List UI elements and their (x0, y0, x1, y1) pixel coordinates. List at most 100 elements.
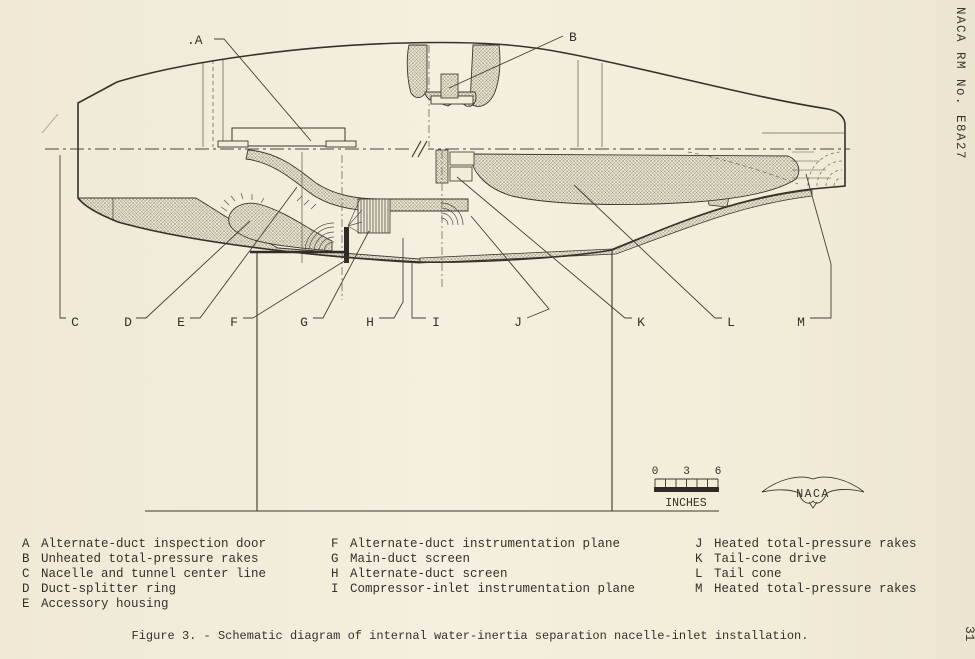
leader-d (136, 220, 251, 319)
unheated-total-pressure-rake (440, 73, 459, 99)
legend-label: Alternate-duct screen (350, 567, 508, 581)
break-mark-gap (411, 140, 428, 158)
leader-b (448, 35, 564, 89)
flange-block-upper (449, 151, 475, 166)
callout-j: J (514, 315, 522, 330)
leader-lines (59, 35, 832, 319)
leader-e (190, 186, 298, 319)
legend-key: K (695, 552, 703, 566)
figure-caption: Figure 3. - Schematic diagram of interna… (131, 629, 809, 643)
legend-label: Compressor-inlet instrumentation plane (350, 582, 636, 596)
callout-f: F (230, 315, 238, 330)
scan-artifact-line (41, 113, 59, 134)
accessory-housing (245, 149, 469, 212)
legend-label: Alternate-duct instrumentation plane (350, 537, 621, 551)
inspection-door (231, 127, 346, 147)
leader-l (573, 184, 722, 319)
legend-entry: D Duct-splitter ring (22, 582, 266, 597)
legend-column-3: J Heated total-pressure rakes K Tail-cone … (695, 537, 917, 597)
legend-key: B (22, 552, 30, 566)
leader-i (411, 262, 426, 319)
callout-labels: .A B C D E F G H I J K L M (71, 30, 805, 330)
main-duct-rake-arcs (304, 222, 335, 253)
callout-k: K (637, 315, 645, 330)
leader-g (313, 230, 370, 319)
legend-entry: B Unheated total-pressure rakes (22, 552, 266, 567)
legend-label: Tail cone (714, 567, 782, 581)
leader-f (243, 259, 347, 319)
legend-key: M (695, 582, 703, 596)
screen-fan-lines (347, 198, 363, 234)
leader-c (59, 155, 66, 319)
door-foot-left (217, 140, 249, 148)
legend-entry: A Alternate-duct inspection door (22, 537, 266, 552)
callout-b: B (569, 30, 577, 45)
callout-i: I (432, 315, 440, 330)
tail-cone (469, 153, 800, 205)
legend-key: E (22, 597, 30, 611)
legend-key: H (331, 567, 339, 581)
scale-bar-fill (654, 487, 719, 492)
callout-m: M (797, 315, 805, 330)
alternate-duct-instrumentation-plane-bar (344, 227, 349, 263)
scale-tick-3: 3 (683, 466, 690, 478)
callout-g: G (300, 315, 308, 330)
legend-entry: I Compressor-inlet instrumentation plane (331, 582, 635, 597)
leader-j (470, 215, 550, 319)
legend-key: G (331, 552, 339, 566)
legend-label: Heated total-pressure rakes (714, 582, 917, 596)
callout-l: L (727, 315, 735, 330)
heated-rake-arcs-compressor-inlet (440, 202, 464, 226)
legend-column-1: A Alternate-duct inspection door B Unheate… (22, 537, 266, 612)
support-struts (145, 250, 719, 512)
legend-entry: G Main-duct screen (331, 552, 635, 567)
naca-logo-text: NACA (796, 488, 830, 501)
heated-rake-arcs-tail (807, 151, 843, 187)
legend-label: Nacelle and tunnel center line (41, 567, 267, 581)
running-head: NACA RM No. E8A27 (953, 7, 967, 161)
legend-key: F (331, 537, 339, 551)
page-number: 31 (962, 626, 975, 642)
callout-d: D (124, 315, 132, 330)
legend-label: Unheated total-pressure rakes (41, 552, 259, 566)
legend-label: Heated total-pressure rakes (714, 537, 917, 551)
main-and-alternate-duct-screens (357, 198, 391, 234)
door-foot-right (325, 140, 357, 148)
leader-m (805, 173, 832, 319)
unheated-rake-housing (406, 44, 501, 107)
legend-key: C (22, 567, 30, 581)
legend-label: Main-duct screen (350, 552, 471, 566)
legend-key: A (22, 537, 30, 551)
legend-entry: K Tail-cone drive (695, 552, 917, 567)
legend-key: D (22, 582, 30, 596)
legend-label: Duct-splitter ring (41, 582, 177, 596)
scale-unit-label: INCHES (665, 497, 707, 510)
flange-block-lower (449, 166, 473, 182)
legend-label: Tail-cone drive (714, 552, 827, 566)
station-lines (202, 45, 844, 300)
tail-rake-tubes (792, 151, 831, 179)
scale-ticks (654, 479, 719, 487)
legend-entry: C Nacelle and tunnel center line (22, 567, 266, 582)
callout-c: C (71, 315, 79, 330)
legend-entry: H Alternate-duct screen (331, 567, 635, 582)
leader-k (456, 176, 632, 319)
nacelle-schematic: .A B C D E F G H I J K L M (41, 30, 865, 512)
legend-entry: F Alternate-duct instrumentation plane (331, 537, 635, 552)
naca-wings-logo: NACA (761, 476, 865, 509)
legend-key: J (695, 537, 703, 551)
callout-e: E (177, 315, 185, 330)
nacelle-outline (77, 41, 846, 263)
legend-label: Alternate-duct inspection door (41, 537, 267, 551)
legend-entry: L Tail cone (695, 567, 917, 582)
scale-tick-6: 6 (715, 466, 722, 478)
scale-tick-0: 0 (652, 466, 659, 478)
leader-a (214, 38, 312, 142)
legend-key: I (331, 582, 339, 596)
scale-bar: 0 3 6 INCHES (652, 466, 722, 510)
break-mark (411, 140, 428, 158)
legend-key: L (695, 567, 703, 581)
